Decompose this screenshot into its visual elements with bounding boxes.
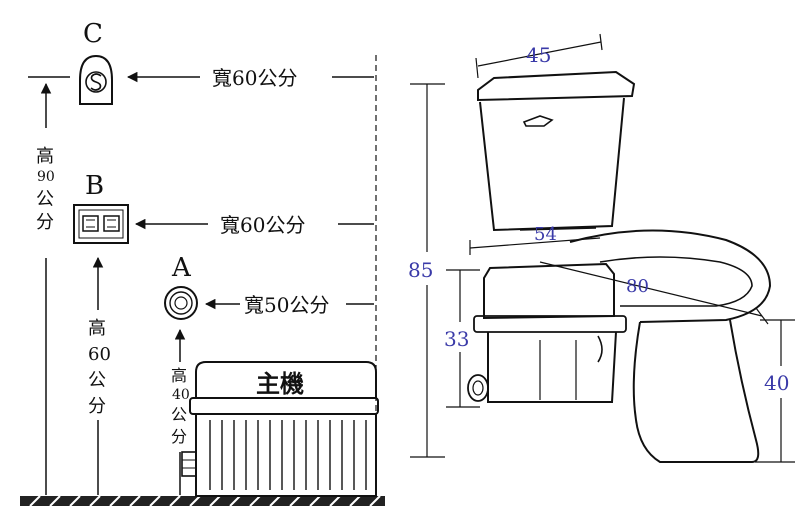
main-unit-label: 主機 xyxy=(256,369,304,398)
pump-unit xyxy=(467,262,627,403)
dim-pump-height: 33 xyxy=(444,327,469,351)
svg-text:公: 公 xyxy=(171,405,187,424)
svg-text:40: 40 xyxy=(172,387,190,403)
label-a: A xyxy=(171,253,192,283)
width-b-label: 寬60公分 xyxy=(220,213,305,237)
outlet-b xyxy=(73,204,129,244)
dim-bowl-height: 40 xyxy=(764,371,789,395)
dim-depth: 54 xyxy=(534,224,557,245)
height-b-label: 高 60 公 分 xyxy=(88,318,111,417)
toilet-tank xyxy=(477,70,636,232)
svg-text:60: 60 xyxy=(88,344,111,365)
height-c-label: 高 90 公 分 xyxy=(36,146,55,233)
left-installation-panel: C 寬60公分 高 90 公 分 B xyxy=(20,19,385,507)
svg-text:分: 分 xyxy=(88,396,106,417)
svg-text:高: 高 xyxy=(36,146,54,167)
dim-total-height: 85 xyxy=(408,258,433,282)
label-b: B xyxy=(85,171,104,201)
svg-text:分: 分 xyxy=(171,427,187,446)
dim-tank-width: 45 xyxy=(526,43,551,67)
width-c-label: 寬60公分 xyxy=(212,66,297,90)
svg-text:高: 高 xyxy=(171,366,187,385)
svg-text:公: 公 xyxy=(36,189,54,210)
outlet-c xyxy=(79,54,113,105)
outlet-a xyxy=(164,286,198,320)
svg-text:公: 公 xyxy=(88,370,106,391)
height-a-label: 高 40 公 分 xyxy=(171,366,190,446)
width-a-label: 寬50公分 xyxy=(244,293,329,317)
floor xyxy=(20,495,385,507)
main-unit: 主機 xyxy=(181,361,379,497)
right-toilet-panel: 45 85 33 40 54 xyxy=(408,33,795,463)
toilet-bowl xyxy=(569,229,772,463)
svg-text:高: 高 xyxy=(88,318,106,339)
dim-bowl: 80 xyxy=(626,276,649,297)
svg-text:90: 90 xyxy=(37,169,55,185)
svg-text:分: 分 xyxy=(36,212,54,233)
label-c: C xyxy=(83,19,103,49)
